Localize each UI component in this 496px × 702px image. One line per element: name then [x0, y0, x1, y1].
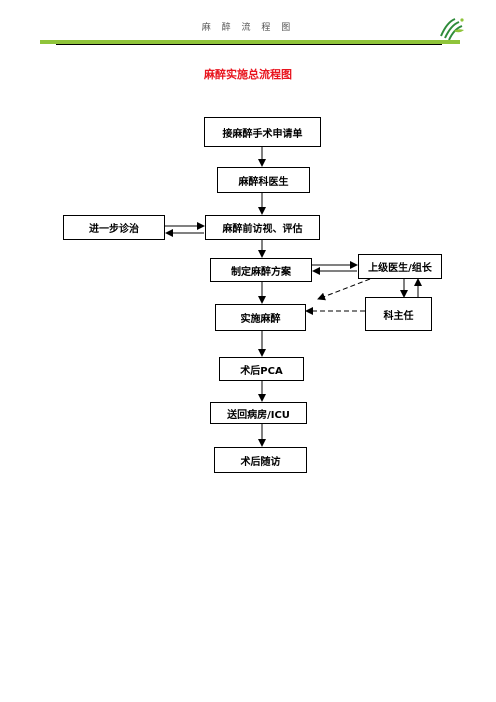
header-rule-green — [40, 40, 460, 44]
node-receive-application: 接麻醉手术申请单 — [204, 117, 321, 147]
node-anesthesia-plan: 制定麻醉方案 — [210, 258, 312, 282]
page-title: 麻醉实施总流程图 — [204, 68, 292, 81]
node-senior-doctor: 上级医生/组长 — [358, 254, 442, 279]
node-anesthesiologist: 麻醉科医生 — [217, 167, 310, 193]
node-perform-anesthesia: 实施麻醉 — [215, 304, 306, 331]
node-pre-anesthesia-visit: 麻醉前访视、评估 — [205, 215, 320, 240]
node-return-ward-icu: 送回病房/ICU — [210, 402, 307, 424]
node-further-treatment: 进一步诊治 — [63, 215, 165, 240]
node-department-director: 科主任 — [365, 297, 432, 331]
header-rule-black — [56, 44, 442, 45]
arrow-senior-dashed-to-perform — [317, 278, 371, 301]
logo-icon — [440, 18, 464, 41]
header-title: 麻 醉 流 程 图 — [201, 23, 295, 33]
node-postop-pca: 术后PCA — [219, 357, 304, 381]
node-postop-followup: 术后随访 — [214, 447, 307, 473]
